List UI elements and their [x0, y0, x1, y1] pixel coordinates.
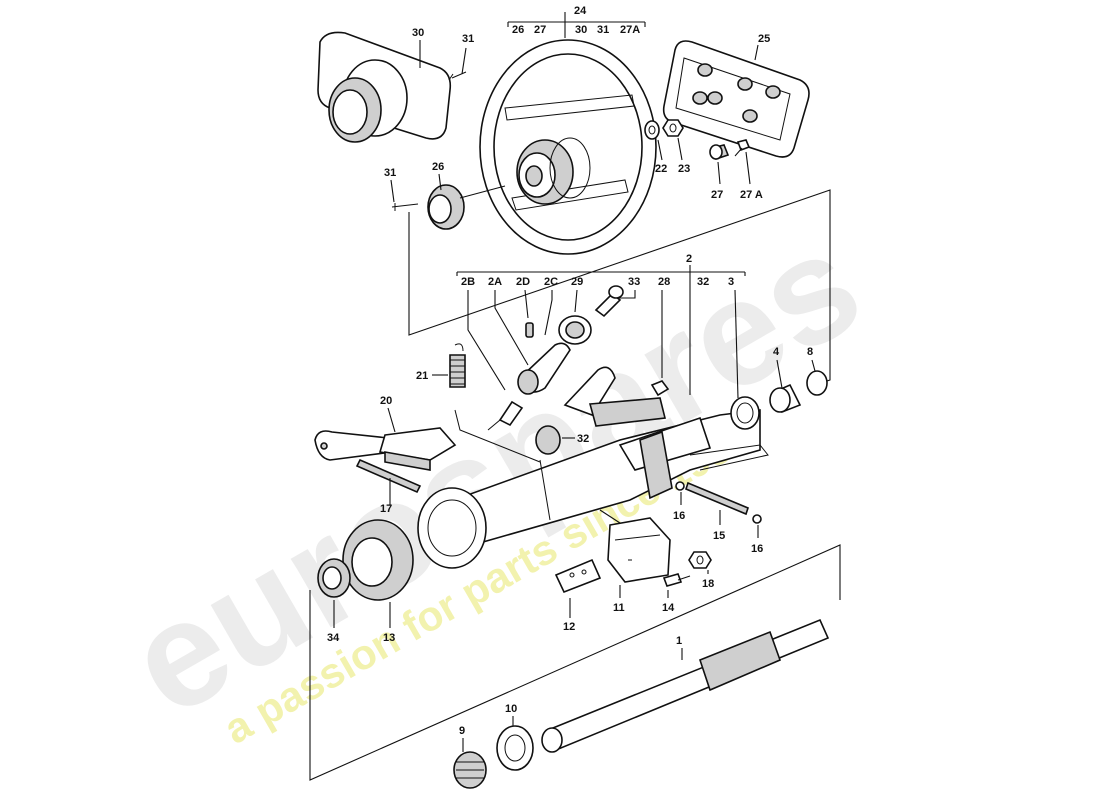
callout-24-27: 27: [534, 24, 546, 36]
callout-10: 10: [505, 703, 517, 715]
plate-12: 12: [554, 558, 602, 633]
callout-21: 21: [416, 370, 428, 382]
callout-31-left: 31: [384, 167, 396, 179]
callout-12: 12: [563, 621, 575, 633]
callout-2A: 2A: [488, 276, 502, 288]
callout-25: 25: [758, 33, 770, 45]
spring-21: 21: [416, 343, 466, 388]
callout-22: 22: [655, 163, 667, 175]
callout-24: 24: [574, 5, 587, 17]
callout-23: 23: [678, 163, 690, 175]
callout-4: 4: [773, 346, 780, 358]
callout-32-top: 32: [697, 276, 709, 288]
callout-3: 3: [728, 276, 734, 288]
bracket-11: 11: [599, 509, 671, 614]
callout-11: 11: [613, 602, 625, 614]
seal-13-34: 13 34: [317, 519, 414, 644]
group-2-bracket: 2 2B 2A 2D 2C 29 33 28 32 3: [456, 253, 746, 399]
callout-9: 9: [459, 725, 465, 737]
callout-2D: 2D: [516, 276, 530, 288]
callout-14: 14: [662, 602, 675, 614]
spring-9: 9: [453, 725, 487, 789]
pad-25: 25: [662, 33, 810, 158]
callout-8: 8: [807, 346, 813, 358]
lever-20: 20: [314, 395, 457, 471]
callout-16-right: 16: [751, 543, 763, 555]
nuts-22-23: 22 23: [644, 119, 690, 175]
callout-18: 18: [702, 578, 714, 590]
nut-18: 18: [688, 551, 714, 590]
callout-1: 1: [676, 635, 682, 647]
ignition-lock-parts: [487, 285, 624, 431]
shaft-1: 1: [541, 618, 830, 753]
gear-32: 32: [535, 425, 589, 455]
contact-ring-26: 26 31: [384, 161, 506, 230]
callout-2: 2: [686, 253, 692, 265]
column-tube: [417, 409, 769, 569]
stud-17: 17: [355, 458, 422, 515]
callout-24-27A: 27A: [620, 24, 640, 36]
callout-34: 34: [327, 632, 340, 644]
callout-24-31: 31: [597, 24, 609, 36]
spring-15: 16 15 16: [673, 481, 763, 555]
callout-24-30: 30: [575, 24, 587, 36]
parts-27-27a: 27 27 A: [709, 139, 763, 201]
callout-13: 13: [383, 632, 395, 644]
bolt-14: 14: [662, 573, 691, 614]
steering-wheel: [479, 39, 657, 255]
parts-3-4-8: 4 8: [730, 346, 828, 430]
callout-27: 27: [711, 189, 723, 201]
callout-28: 28: [658, 276, 670, 288]
lower-frame: [309, 544, 841, 781]
callout-32-side: 32: [577, 433, 589, 445]
callout-2C: 2C: [544, 276, 558, 288]
callout-33: 33: [628, 276, 640, 288]
callout-15: 15: [713, 530, 725, 542]
callout-2B: 2B: [461, 276, 475, 288]
callout-16-left: 16: [673, 510, 685, 522]
bushing-10: 10: [496, 703, 534, 771]
callout-17: 17: [380, 503, 392, 515]
horn-pad-30: 30 31: [317, 27, 474, 143]
callout-29: 29: [571, 276, 583, 288]
callout-27A: 27 A: [740, 189, 763, 201]
switch-housing: [563, 366, 670, 427]
callout-20: 20: [380, 395, 392, 407]
callout-30: 30: [412, 27, 424, 39]
callout-24-26: 26: [512, 24, 524, 36]
callout-31-top: 31: [462, 33, 474, 45]
callout-26: 26: [432, 161, 444, 173]
group-24-bracket: 24 26 27 30 31 27A: [507, 5, 646, 38]
